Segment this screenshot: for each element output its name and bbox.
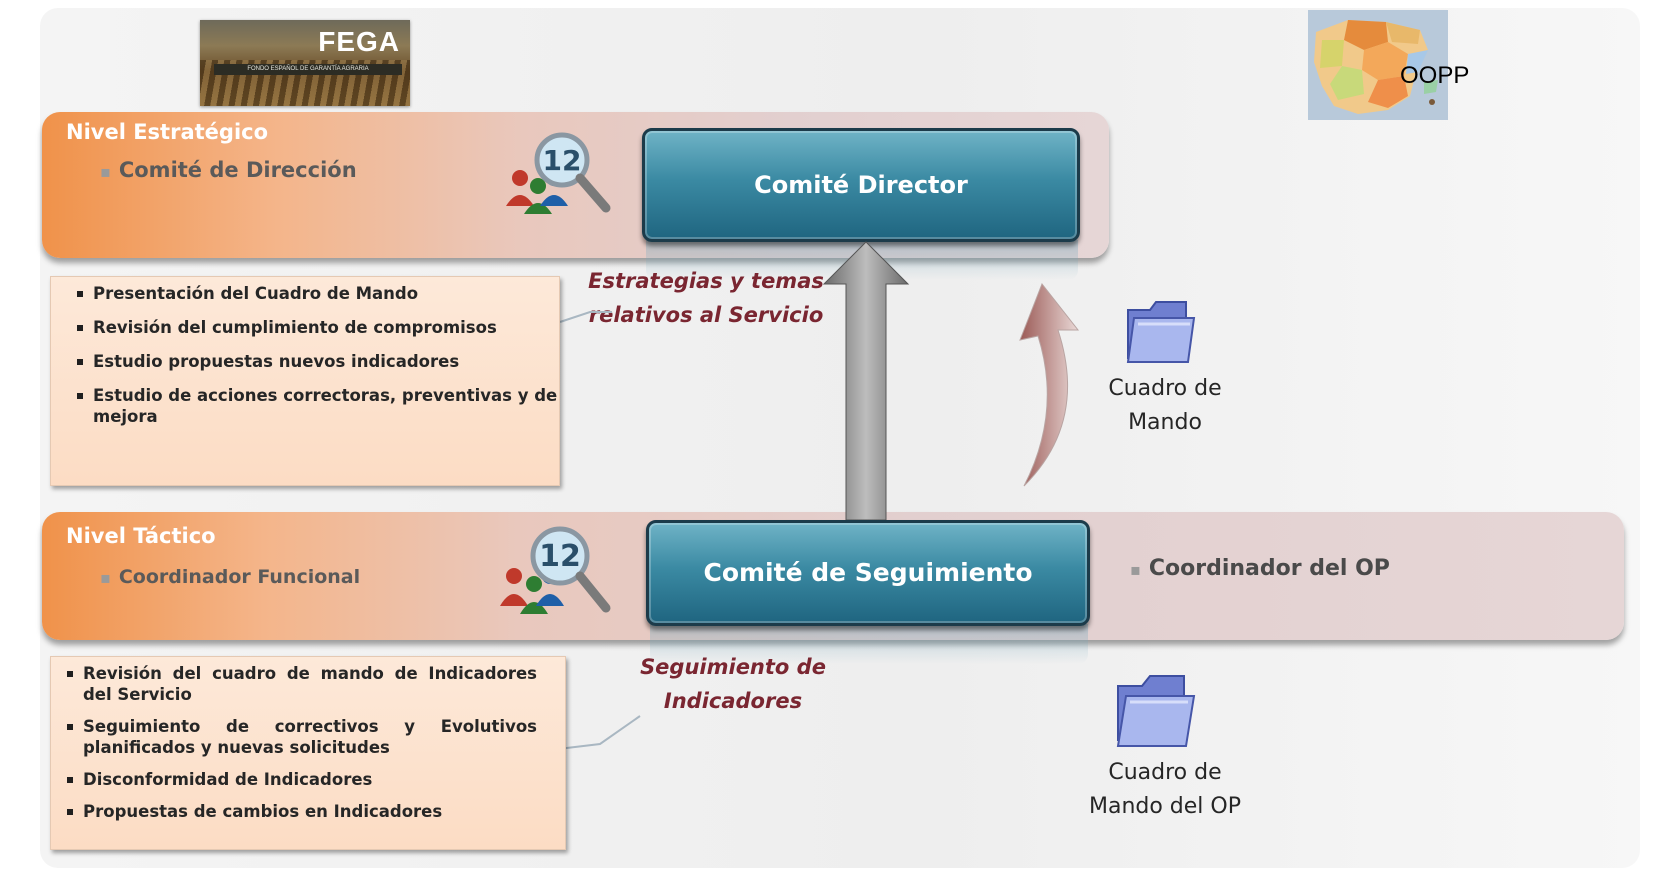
list-item: Revisión del cuadro de mando de Indicado…: [51, 663, 537, 705]
strategic-tasks-box: Presentación del Cuadro de Mando Revisió…: [50, 276, 560, 486]
tactical-level-subtitle: ▪Coordinador Funcional: [100, 566, 361, 588]
svg-text:12: 12: [543, 144, 582, 177]
list-item: Disconformidad de Indicadores: [51, 769, 537, 790]
fega-logo-name: FEGA: [318, 26, 400, 57]
list-item: Seguimiento de correctivos y Evolutivos …: [51, 716, 537, 758]
list-item: Presentación del Cuadro de Mando: [51, 283, 559, 304]
fega-logo: FEGA FONDO ESPAÑOL DE GARANTÍA AGRARIA: [200, 20, 410, 106]
fega-logo-subtitle: FONDO ESPAÑOL DE GARANTÍA AGRARIA: [214, 64, 402, 75]
tactical-tasks-box: Revisión del cuadro de mando de Indicado…: [50, 656, 566, 850]
users-magnifier-icon: 12: [496, 520, 620, 628]
oopp-label: OOPP: [1400, 62, 1470, 89]
strategic-level-title: Nivel Estratégico: [66, 120, 269, 144]
list-item: Estudio de acciones correctoras, prevent…: [51, 385, 559, 427]
comite-director-box: Comité Director: [642, 128, 1080, 242]
strategic-level-subtitle: ▪Comité de Dirección: [100, 158, 357, 182]
comite-seguimiento-reflection: [650, 624, 1088, 664]
spain-map-image: [1308, 10, 1448, 120]
folder-icon: [1110, 670, 1200, 756]
users-magnifier-icon: 12: [502, 128, 620, 228]
list-item: Revisión del cumplimiento de compromisos: [51, 317, 559, 338]
comite-seguimiento-box: Comité de Seguimiento: [646, 520, 1090, 626]
coordinador-op-label: ▪Coordinador del OP: [1130, 556, 1390, 581]
list-item: Propuestas de cambios en Indicadores: [51, 801, 537, 822]
up-arrow: [820, 240, 912, 524]
svg-text:12: 12: [539, 539, 581, 574]
list-item: Estudio propuestas nuevos indicadores: [51, 351, 559, 372]
folder-icon: [1120, 296, 1200, 372]
curved-arrow: [1018, 282, 1090, 492]
tactical-level-title: Nivel Táctico: [66, 524, 216, 548]
